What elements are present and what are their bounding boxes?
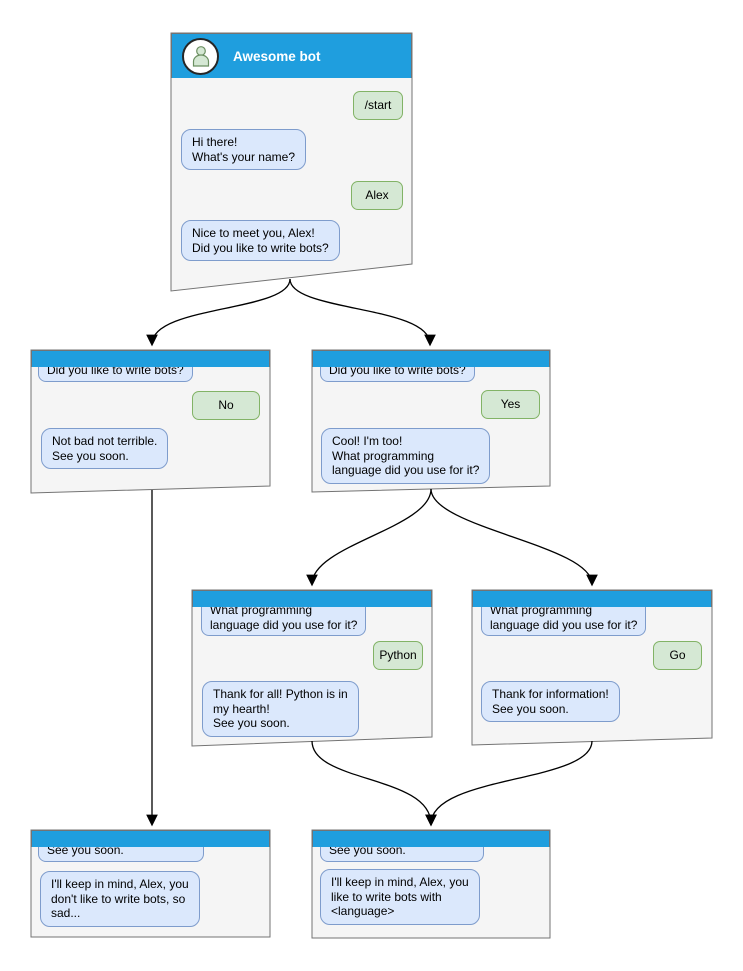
edge-yes-to-go (430, 488, 598, 587)
message-bubble-user-python: Python (373, 641, 423, 670)
message-bubble-bot-reply: Not bad not terrible. See you soon. (41, 428, 169, 469)
edge-python-to-end-yes (311, 740, 437, 827)
person-icon (192, 46, 209, 67)
chat-header-end-no (31, 830, 270, 847)
chat-window-python-branch: What programming language did you use fo… (192, 590, 432, 746)
chat-title: Awesome bot (233, 48, 321, 64)
message-bubble-bot-reply: I'll keep in mind, Alex, you like to wri… (320, 869, 480, 925)
message-bubble-bot-reply: Cool! I'm too! What programming language… (321, 428, 491, 484)
edge-root-to-no (146, 278, 291, 347)
chat-window-go-branch: What programming language did you use fo… (472, 590, 712, 745)
chat-window-no-branch: Did you like to write bots? No Not bad n… (31, 350, 270, 493)
chat-header-end-yes (312, 830, 550, 847)
chat-window-end-no: See you soon. I'll keep in mind, Alex, y… (31, 830, 270, 937)
message-bubble-user-start: /start (353, 91, 403, 120)
chat-window-yes-branch: Did you like to write bots? Yes Cool! I'… (312, 350, 550, 492)
chat-window-root: Awesome bot /start Hi there! What's your… (171, 33, 412, 291)
chat-window-end-yes: See you soon. I'll keep in mind, Alex, y… (312, 830, 550, 938)
message-bubble-user-no: No (192, 391, 260, 420)
avatar (182, 37, 219, 75)
message-bubble-bot-reply: I'll keep in mind, Alex, you don't like … (40, 871, 200, 927)
message-bubble-user-yes: Yes (481, 390, 540, 419)
message-bubble-bot-greeting: Hi there! What's your name? (181, 129, 307, 170)
message-bubble-user-go: Go (653, 641, 702, 670)
message-bubble-bot-reply: Thank for all! Python is in my hearth! S… (202, 681, 359, 737)
chat-header-no-branch (31, 350, 270, 367)
chat-header-python-branch (192, 590, 432, 607)
message-bubble-bot-question: Nice to meet you, Alex! Did you like to … (181, 220, 340, 261)
edge-yes-to-python (306, 488, 432, 587)
message-bubble-user-name: Alex (351, 181, 403, 210)
edge-go-to-end-yes (425, 740, 593, 827)
message-bubble-bot-reply: Thank for information! See you soon. (481, 681, 620, 722)
chat-header-yes-branch (312, 350, 550, 367)
chat-header-root: Awesome bot (171, 33, 412, 78)
edge-root-to-yes (289, 278, 436, 347)
chat-header-go-branch (472, 590, 712, 607)
